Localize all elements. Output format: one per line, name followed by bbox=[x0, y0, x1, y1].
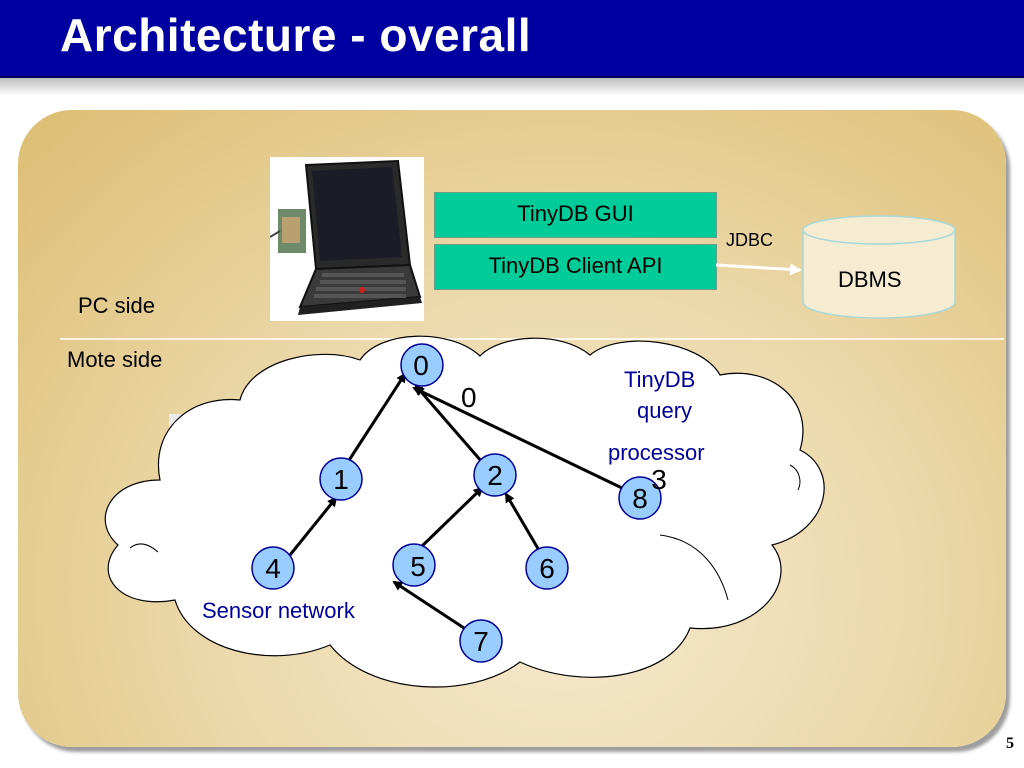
node-label: 5 bbox=[410, 551, 426, 582]
jdbc-arrow bbox=[715, 263, 802, 276]
tinydb-client-api-box: TinyDB Client API bbox=[434, 244, 717, 290]
query-processor-label-line1: TinyDB bbox=[624, 367, 696, 392]
slide-title: Architecture - overall bbox=[60, 9, 532, 61]
node-8: 8 bbox=[618, 476, 662, 520]
node-label: 8 bbox=[632, 483, 648, 514]
edge-2-to-0 bbox=[414, 384, 484, 463]
node-label: 6 bbox=[539, 553, 555, 584]
title-shadow bbox=[0, 78, 1024, 96]
mote-side-label: Mote side bbox=[67, 347, 163, 372]
dbms-cylinder bbox=[802, 215, 956, 319]
node-1: 1 bbox=[319, 457, 363, 501]
edge-5-to-2 bbox=[418, 486, 484, 550]
node-label: 2 bbox=[487, 460, 503, 491]
node-4: 4 bbox=[251, 546, 295, 590]
edge-4-to-1 bbox=[288, 496, 338, 556]
cloud-fold bbox=[129, 543, 159, 553]
title-bar: Architecture - overall bbox=[0, 0, 1024, 78]
query-processor-label-line3: processor bbox=[608, 440, 705, 465]
tinydb-gui-box: TinyDB GUI bbox=[434, 192, 717, 238]
sensor-cloud bbox=[104, 335, 825, 688]
laptop-image bbox=[269, 157, 424, 321]
edge-label: 3 bbox=[651, 464, 667, 495]
jdbc-label: JDBC bbox=[726, 230, 774, 250]
edge-7-to-5 bbox=[392, 580, 465, 630]
node-0: 0 bbox=[400, 343, 444, 387]
node-label: 7 bbox=[473, 626, 489, 657]
node-6: 6 bbox=[525, 546, 569, 590]
dbms-label: DBMS bbox=[838, 267, 902, 292]
cloud-fold bbox=[659, 534, 729, 601]
page-number: 5 bbox=[1006, 735, 1014, 752]
node-label: 0 bbox=[413, 350, 429, 381]
node-5: 5 bbox=[392, 543, 436, 587]
edge-8-to-0 bbox=[412, 386, 623, 490]
sensor-network-label: Sensor network bbox=[202, 598, 355, 623]
edge-1-to-0 bbox=[342, 372, 407, 469]
node-2: 2 bbox=[473, 453, 517, 497]
node-label: 1 bbox=[333, 464, 349, 495]
node-label: 4 bbox=[265, 553, 281, 584]
cloud-fold bbox=[789, 464, 801, 491]
pc-side-label: PC side bbox=[78, 293, 156, 318]
node-7: 7 bbox=[459, 619, 503, 663]
edge-label: 0 bbox=[461, 382, 477, 413]
edge-6-to-2 bbox=[504, 492, 542, 553]
query-processor-label-line2: query bbox=[637, 398, 693, 423]
